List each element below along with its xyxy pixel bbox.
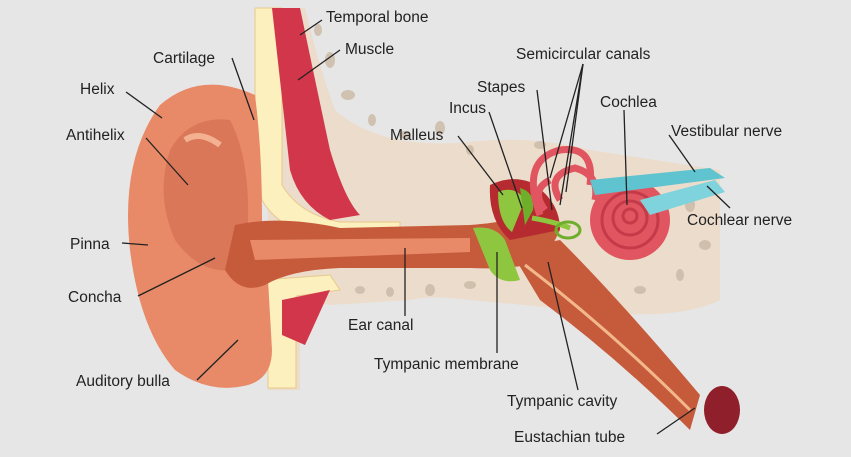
label-cartilage: Cartilage	[153, 50, 215, 67]
label-cochlear-nerve: Cochlear nerve	[687, 212, 792, 229]
vestibular-nerve-shape	[590, 168, 725, 195]
eustachian-tube-lining	[524, 263, 692, 412]
label-tympanic-membrane: Tympanic membrane	[374, 356, 519, 373]
label-stapes: Stapes	[477, 79, 526, 96]
label-antihelix: Antihelix	[66, 127, 125, 144]
stapes-shape	[531, 215, 571, 231]
pinna-inner-fold	[163, 119, 249, 271]
label-helix: Helix	[80, 81, 115, 98]
label-tympanic-cavity: Tympanic cavity	[507, 393, 618, 410]
incus-shape	[520, 188, 534, 225]
malleus-shape	[498, 189, 525, 232]
label-eustachian-tube: Eustachian tube	[514, 429, 625, 446]
label-pinna: Pinna	[70, 236, 110, 253]
label-cochlea: Cochlea	[600, 94, 657, 111]
cochlear-nerve-shape	[640, 180, 725, 215]
label-incus: Incus	[449, 100, 486, 117]
label-muscle: Muscle	[345, 41, 394, 58]
muscle-tissue	[272, 8, 360, 220]
oval-window	[554, 220, 582, 240]
label-semicircular-canals: Semicircular canals	[516, 46, 651, 63]
antihelix-ridge	[183, 133, 222, 148]
eustachian-tube-shape	[510, 240, 700, 430]
label-concha: Concha	[68, 289, 122, 306]
label-temporal-bone: Temporal bone	[326, 9, 429, 26]
label-auditory-bulla: Auditory bulla	[76, 373, 170, 390]
diagram-labels: Temporal bone Muscle Cartilage Helix Ant…	[66, 9, 792, 446]
ear-canal-lumen	[250, 238, 470, 260]
label-vestibular-nerve: Vestibular nerve	[671, 123, 782, 140]
pointer-lines	[121, 19, 731, 435]
label-ear-canal: Ear canal	[348, 317, 413, 334]
lower-muscle	[282, 290, 330, 345]
label-malleus: Malleus	[390, 127, 444, 144]
eustachian-tube-opening	[704, 386, 740, 434]
